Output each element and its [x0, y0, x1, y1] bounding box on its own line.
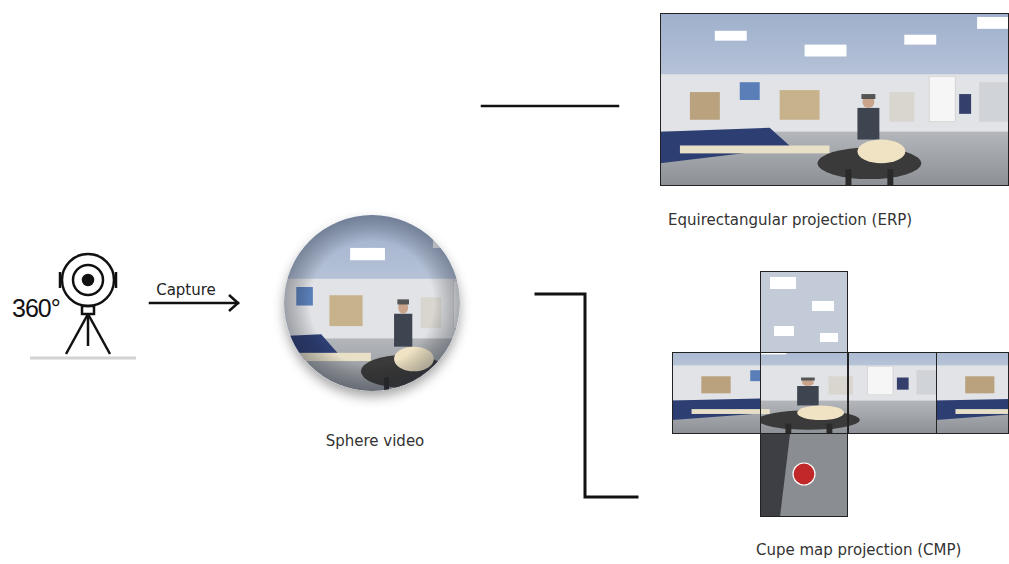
degree-label: 360° [12, 294, 60, 322]
caption: Equirectangular projection (ERP) [668, 211, 912, 229]
connector [482, 105, 618, 108]
caption: Sphere video [326, 432, 425, 450]
edge-label: Capture [154, 281, 218, 299]
picture-node: Sphere video [280, 210, 470, 455]
sphere-picture [230, 215, 520, 395]
ground-line [30, 357, 136, 360]
arrowhead [229, 295, 238, 311]
connector [150, 302, 238, 305]
erp-picture [660, 13, 1009, 186]
picture-node: 360° [8, 250, 138, 362]
connector [536, 294, 637, 497]
cmp-picture [604, 271, 1009, 517]
caption: Cupe map projection (CMP) [756, 541, 961, 559]
picture-node: Cupe map projection (CMP) [672, 271, 1009, 561]
camera-icon [60, 254, 116, 354]
picture-node: Equirectangular projection (ERP) [660, 13, 1009, 233]
